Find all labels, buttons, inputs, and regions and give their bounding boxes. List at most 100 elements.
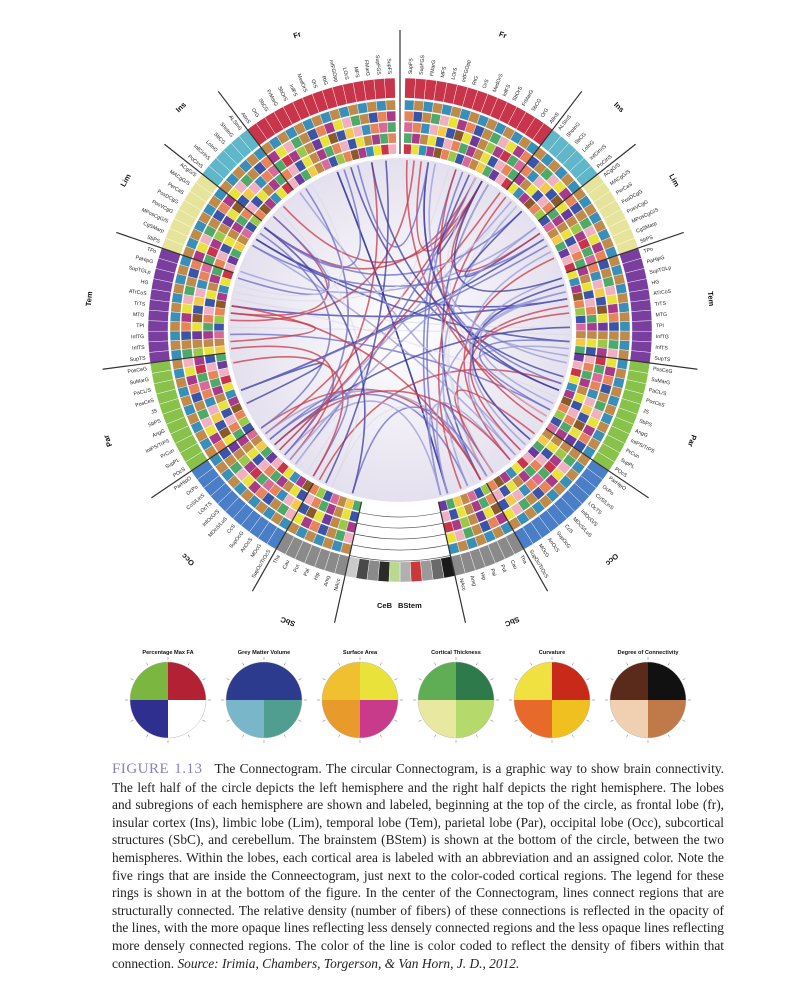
metric-ring-cell <box>211 384 225 397</box>
connection-line <box>436 174 483 255</box>
legend-tick <box>298 678 302 681</box>
metric-ring-cell <box>201 388 214 400</box>
metric-ring-cell <box>360 123 372 136</box>
lobe-label: Tem <box>706 291 716 307</box>
metric-ring-cell <box>213 330 225 339</box>
metric-ring-cell <box>260 169 274 184</box>
metric-ring-cell <box>378 122 388 134</box>
metric-ring-cell <box>273 159 288 173</box>
lobe-divider <box>102 352 226 370</box>
metric-ring-cell <box>349 148 361 161</box>
metric-ring-cell <box>170 340 182 351</box>
region-label: Tha <box>272 554 282 565</box>
region-label: HG <box>140 279 149 286</box>
connection-line <box>237 215 330 296</box>
connection-line <box>264 390 488 477</box>
legend-wedge <box>610 662 648 700</box>
metric-ring-cell <box>281 479 295 494</box>
metric-ring-cell <box>261 183 275 197</box>
metric-ring-cell <box>192 249 206 263</box>
metric-ring-cell <box>191 313 203 323</box>
metric-ring-cell <box>213 322 225 332</box>
metric-ring-cell <box>253 208 267 222</box>
metric-ring-cell <box>335 129 347 142</box>
metric-ring-cell <box>233 481 248 496</box>
region-label: AlInS <box>239 112 251 126</box>
region-label: OrG <box>540 107 550 118</box>
metric-ring-cell <box>575 322 587 332</box>
region-label: JS <box>642 408 650 416</box>
caption-source: Source: Irimia, Chambers, Torgerson, & V… <box>177 955 520 971</box>
metric-ring-cell <box>367 111 379 124</box>
metric-ring-cell <box>345 520 358 534</box>
metric-ring-cell <box>177 385 191 399</box>
metric-ring-cell <box>220 467 235 482</box>
metric-ring-cell <box>357 147 368 159</box>
region-cell <box>155 257 178 274</box>
region-cell <box>183 190 207 211</box>
metric-ring-cell <box>214 460 229 475</box>
region-cell <box>203 475 226 497</box>
legend-wedge <box>514 662 552 700</box>
brainstem-gridline <box>349 555 451 562</box>
metric-ring-cell <box>312 533 326 547</box>
region-cell <box>232 503 254 526</box>
brainstem-region <box>388 561 401 583</box>
region-cell <box>161 237 185 255</box>
metric-ring-cell <box>241 440 255 454</box>
metric-ring-cell <box>276 461 290 475</box>
metric-ring-cell <box>182 294 195 305</box>
region-label: Tha <box>518 554 528 565</box>
metric-ring-cell <box>241 421 255 435</box>
metric-ring-cell <box>186 412 200 426</box>
metric-ring-cell <box>217 284 230 295</box>
region-label: NAcc <box>333 578 342 592</box>
region-label: SbOrS <box>276 86 289 103</box>
connection-line <box>454 389 536 473</box>
metric-ring-cell <box>575 338 587 347</box>
region-label: MFS <box>440 66 448 78</box>
metric-ring-cell <box>421 111 433 124</box>
region-label: Amg <box>323 575 332 587</box>
region-cell <box>249 515 270 539</box>
metric-ring-cell <box>386 110 397 122</box>
metric-ring-cell <box>352 125 364 138</box>
metric-ring-cell <box>403 143 412 155</box>
metric-ring-cell <box>245 152 260 168</box>
metric-ring-cell <box>205 289 218 300</box>
metric-ring-cell <box>185 374 199 387</box>
region-label: LOrS <box>451 67 459 81</box>
metric-ring-cell <box>214 392 227 404</box>
region-label: OrS <box>482 78 491 89</box>
region-cell <box>631 330 653 343</box>
metric-ring-cell <box>616 292 629 304</box>
metric-ring-cell <box>282 140 296 154</box>
metric-ring-cell <box>275 474 289 489</box>
lobe-label: SbC <box>279 615 297 629</box>
metric-ring-cell <box>597 313 609 323</box>
metric-ring-cell <box>196 407 210 421</box>
legend-wheel <box>417 661 495 739</box>
metric-ring-cell <box>317 499 330 513</box>
metric-ring-cell <box>597 322 609 332</box>
metric-ring-cell <box>321 536 335 550</box>
metric-ring-cell <box>169 330 181 342</box>
metric-ring-cell <box>236 233 250 246</box>
metric-ring-cell <box>243 460 258 474</box>
metric-ring-cell <box>247 494 262 509</box>
region-label: Cau <box>509 559 519 570</box>
region-cell <box>292 97 311 121</box>
legend-tick <box>130 719 134 722</box>
region-label: InfFGOpp <box>461 59 473 83</box>
region-label: MOcG <box>537 543 550 559</box>
region-cell <box>273 106 293 130</box>
metric-ring-cell <box>301 155 314 169</box>
legend-tick <box>514 678 518 681</box>
metric-ring-cell <box>203 305 215 316</box>
region-cell <box>169 218 193 237</box>
region-label: OrG <box>250 107 260 118</box>
region-cell <box>373 78 386 100</box>
metric-ring-cell <box>238 159 253 174</box>
metric-ring-cell <box>299 168 313 182</box>
lobe-label: Ins <box>612 100 626 114</box>
